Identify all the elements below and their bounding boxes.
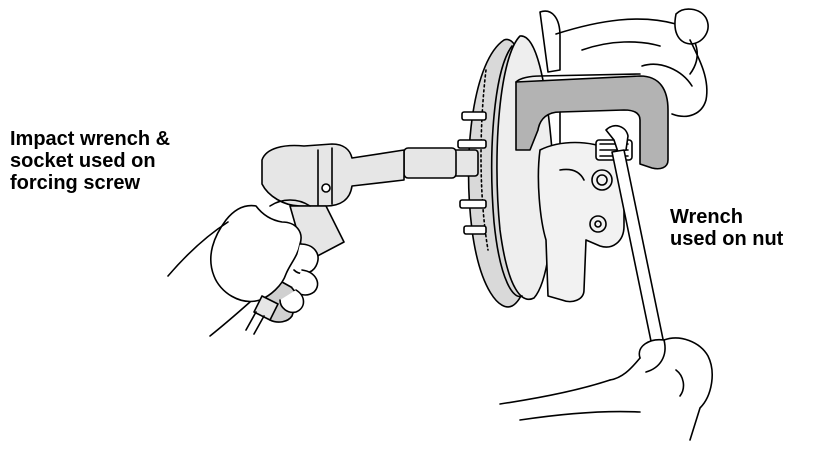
impact-wrench-label-line-2: socket used on bbox=[10, 150, 170, 172]
wrench-label-line-2: used on nut bbox=[670, 228, 783, 250]
wrench-label-line-1: Wrench bbox=[670, 206, 783, 228]
impact-wrench-label: Impact wrench & socket used on forcing s… bbox=[10, 128, 170, 194]
impact-socket bbox=[404, 148, 478, 178]
impact-wrench-label-line-1: Impact wrench & bbox=[10, 128, 170, 150]
steering-knuckle bbox=[538, 143, 624, 302]
upper-hand bbox=[540, 11, 697, 74]
lower-hand bbox=[500, 338, 712, 440]
wrench-on-nut-label: Wrench used on nut bbox=[670, 206, 783, 250]
impact-wrench-label-line-3: forcing screw bbox=[10, 172, 170, 194]
